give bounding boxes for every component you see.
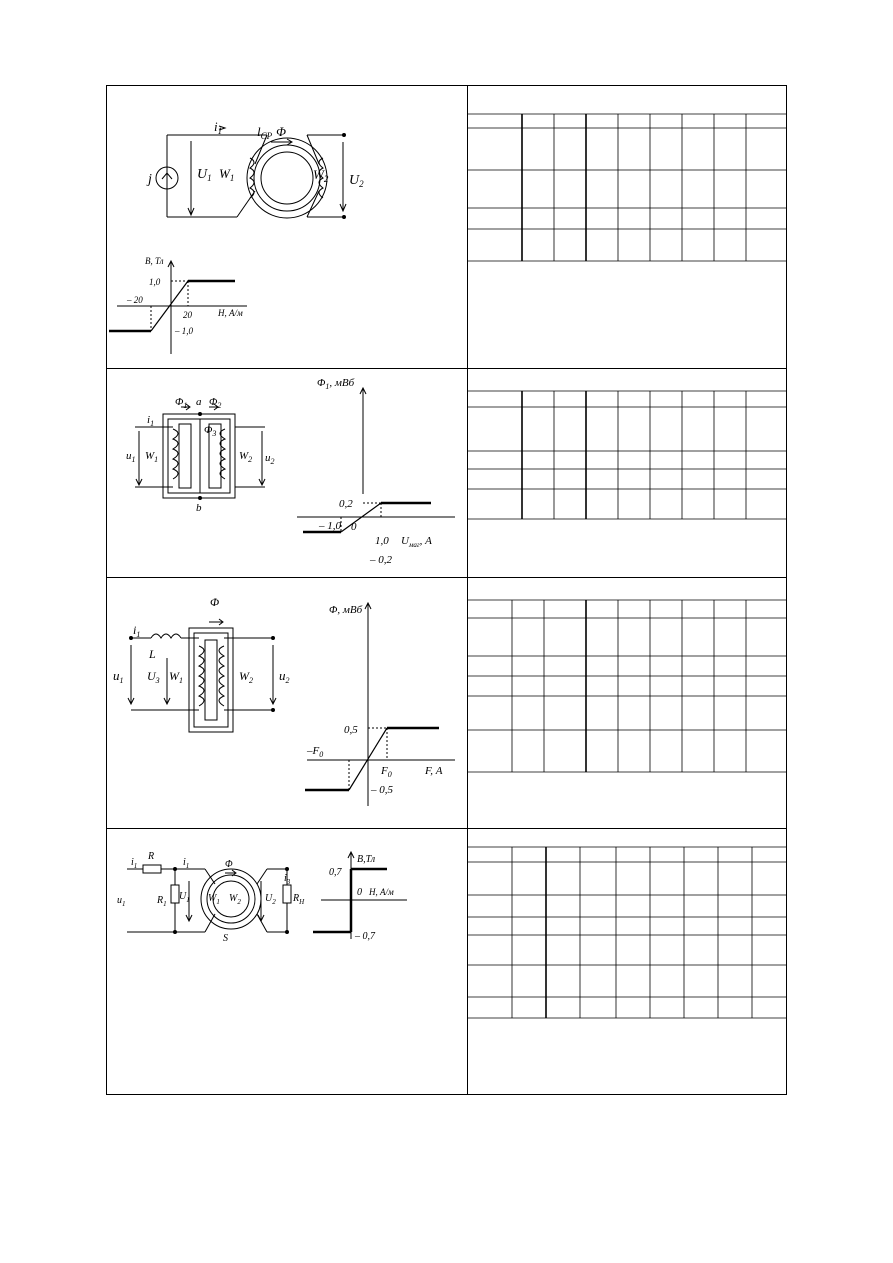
- v3-table-grid: [468, 599, 786, 773]
- v1-graph-y-label: B, Тл: [145, 256, 164, 266]
- v3-L-label: L: [148, 647, 156, 661]
- v4-i3-label: i3: [284, 873, 291, 886]
- v2-circuit: [135, 403, 266, 500]
- variant-2-circuit-and-graph: Φ1 a Φ2 Φ3 b i1 u1 W1 W2 u2: [126, 377, 455, 566]
- v1-graph-x-pos: 20: [183, 310, 193, 320]
- v3-U3-label: U3: [147, 669, 160, 685]
- v2-i1-label: i1: [147, 414, 154, 428]
- v1-W1-label: W1: [219, 166, 234, 183]
- variant-2-figures: Φ1 a Φ2 Φ3 b i1 u1 W1 W2 u2: [107, 369, 468, 577]
- v2-phi-u-graph: Φ1, мВб 0,2 – 0,2 – 1,0 0 1,0 Uмаг, А: [297, 377, 455, 566]
- v4-graph-y-neg: – 0,7: [354, 931, 376, 942]
- v3-phi-label: Φ: [210, 595, 219, 609]
- v4-graph-y-pos: 0,7: [329, 867, 343, 878]
- v4-phi-label: Φ: [225, 859, 233, 870]
- variant-3-figures: Φ i1 L u1 U3 W1 W2 u2 Φ,: [107, 578, 468, 828]
- v4-i1-label: i1: [131, 857, 137, 870]
- v3-W2-label: W2: [239, 669, 253, 685]
- v4-circuit: [127, 864, 292, 934]
- v3-u1-label: u1: [113, 668, 124, 685]
- v2-table-grid: [468, 390, 786, 520]
- v4-i1b-label: i1: [183, 857, 189, 870]
- variant-2-row: Φ1 a Φ2 Φ3 b i1 u1 W1 W2 u2: [107, 369, 786, 578]
- v1-graph-x-neg: – 20: [126, 295, 143, 305]
- v2-phi1-label: Φ1: [175, 396, 187, 410]
- v3-graph-x-neg: –F0: [306, 745, 323, 759]
- v4-U2-label: U2: [265, 893, 276, 906]
- v1-table-grid: [468, 113, 786, 262]
- variant-2-answer-table: [468, 369, 786, 577]
- v1-U1-label: U1: [197, 167, 212, 183]
- variant-4-answer-table: [468, 829, 786, 1094]
- v4-table-grid: [468, 846, 786, 1019]
- v2-u1-label: u1: [126, 450, 136, 464]
- v4-graph-x-label: H, А/м: [368, 887, 394, 897]
- v1-W2-label: W2: [313, 167, 329, 184]
- v2-graph-x-pos: 1,0: [375, 535, 389, 547]
- v4-U1-label: U1: [179, 891, 190, 904]
- v4-graph-origin: 0: [357, 887, 362, 898]
- v1-graph-y-neg: – 1,0: [174, 326, 194, 336]
- v1-j-label: j: [146, 172, 152, 187]
- v1-bh-graph: B, Тл H, А/м 1,0 – 1,0 – 20 20: [109, 256, 247, 354]
- v1-graph-y-pos: 1,0: [149, 277, 161, 287]
- v3-graph-y-label: Φ, мВб: [329, 604, 363, 616]
- v3-circuit: [127, 618, 277, 733]
- v3-graph-y-pos: 0,5: [344, 724, 358, 736]
- v2-W1-label: W1: [145, 450, 158, 464]
- v2-graph-x-label: Uмаг, А: [401, 535, 432, 549]
- v2-graph-y-pos: 0,2: [339, 498, 353, 510]
- v4-bh-graph: B,Тл 0,7 0 H, А/м – 0,7: [313, 850, 407, 942]
- v1-graph-x-label: H, А/м: [217, 308, 243, 318]
- variant-4-circuit-and-graph: i1 R i1 Φ i3 u1 R1 U1 W1 W2 U2 RH S: [117, 850, 407, 944]
- v3-graph-x-label: F, А: [424, 765, 443, 777]
- v3-phi-f-graph: Φ, мВб 0,5 – 0,5 –F0 F0 F, А: [305, 601, 455, 806]
- v3-u2-label: u2: [279, 668, 290, 685]
- v2-W2-label: W2: [239, 450, 252, 464]
- v2-graph-y-label: Φ1, мВб: [317, 377, 355, 391]
- v2-graph-origin: 0: [351, 521, 357, 533]
- v4-R1-label: R1: [156, 895, 167, 908]
- v2-a-label: a: [196, 396, 202, 408]
- variant-1-answer-table: [468, 86, 786, 368]
- v3-W1-label: W1: [169, 669, 183, 685]
- v4-R-label: R: [147, 851, 154, 862]
- v2-u2-label: u2: [265, 452, 275, 466]
- variant-3-row: Φ i1 L u1 U3 W1 W2 u2 Φ,: [107, 578, 786, 829]
- variant-4-row: i1 R i1 Φ i3 u1 R1 U1 W1 W2 U2 RH S: [107, 829, 786, 1094]
- v4-RH-label: RH: [292, 893, 305, 906]
- v2-b-label: b: [196, 502, 202, 514]
- v1-i1-label: i1: [214, 119, 222, 136]
- v3-i1-label: i1: [133, 623, 140, 639]
- v2-graph-x-neg: – 1,0: [318, 520, 342, 532]
- v4-graph-y-label: B,Тл: [357, 854, 376, 865]
- v4-W2-label: W2: [229, 893, 241, 906]
- v2-graph-y-neg: – 0,2: [369, 554, 393, 566]
- v4-W1-label: W1: [208, 893, 220, 906]
- variant-1-circuit: [155, 125, 347, 219]
- variant-3-answer-table: [468, 578, 786, 828]
- v1-U2-label: U2: [349, 173, 364, 189]
- v3-graph-x-pos: F0: [380, 765, 392, 779]
- variant-4-figures: i1 R i1 Φ i3 u1 R1 U1 W1 W2 U2 RH S: [107, 829, 468, 1094]
- v4-S-label: S: [223, 933, 228, 944]
- v3-graph-y-neg: – 0,5: [370, 784, 394, 796]
- variant-3-circuit-and-graph: Φ i1 L u1 U3 W1 W2 u2 Φ,: [113, 595, 455, 806]
- v2-phi2-label: Φ2: [209, 396, 221, 410]
- v4-u1-label: u1: [117, 895, 126, 908]
- v2-phi3-label: Φ3: [204, 424, 216, 438]
